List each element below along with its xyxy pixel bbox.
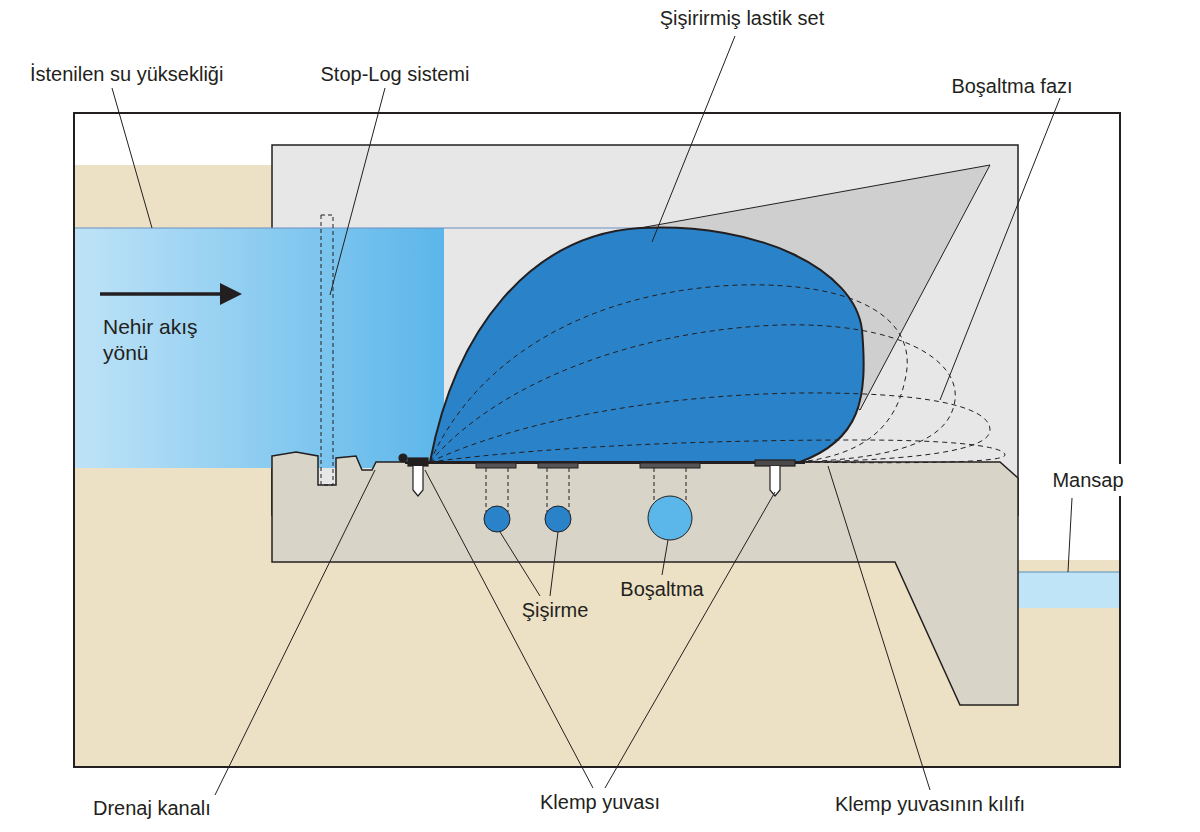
flow-arrow [100, 292, 222, 296]
water-line [1018, 572, 1120, 573]
part-label: Nehir akış yönü [103, 314, 213, 366]
part-label: Boşaltma fazı [951, 74, 1072, 98]
leader-lines [112, 36, 1072, 795]
label-patch [1020, 464, 1155, 496]
frame [74, 113, 1120, 767]
ground [1018, 608, 1120, 767]
part-label: Klemp yuvasının kılıfı [835, 792, 1025, 816]
part-label: Şişirme [522, 598, 589, 622]
part-label: Klemp yuvası [540, 790, 660, 814]
clamp-anchors [399, 454, 795, 496]
water-level-line [74, 228, 640, 229]
stop-log [321, 215, 333, 485]
dam-base [405, 462, 805, 464]
part-label: İstenilen su yüksekliği [30, 62, 223, 86]
frame-border [74, 113, 1120, 767]
pipes [476, 463, 700, 540]
upstream-water [74, 228, 444, 468]
part-label: Şişirirmiş lastik set [660, 6, 824, 30]
part-label: Drenaj kanalı [93, 796, 211, 820]
flow-arrowhead [220, 283, 242, 305]
part-label: Stop-Log sistemi [321, 62, 470, 86]
part-label: Mansap [1052, 468, 1123, 492]
concrete-sill [272, 452, 1018, 705]
inflated-rubber-dam [430, 227, 864, 462]
downstream-water [1018, 572, 1120, 608]
part-label: Boşaltma [620, 577, 703, 601]
deflation-curves [430, 285, 1005, 463]
